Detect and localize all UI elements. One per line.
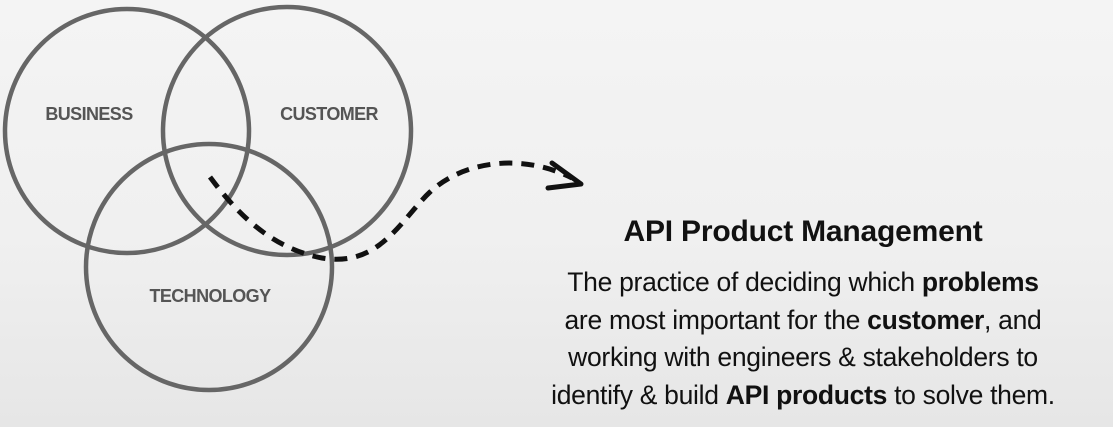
arrow-head-icon	[545, 160, 584, 191]
business-circle	[2, 6, 252, 256]
business-label: BUSINESS	[45, 104, 133, 124]
emphasis-customer: customer	[867, 304, 985, 335]
technology-circle	[83, 141, 335, 393]
emphasis-api-products: API products	[725, 379, 888, 410]
text-block: API Product Management The practice of d…	[500, 212, 1106, 414]
emphasis-problems: problems	[921, 267, 1039, 297]
page-title: API Product Management	[623, 215, 983, 248]
customer-label: CUSTOMER	[280, 104, 378, 124]
technology-label: TECHNOLOGY	[149, 286, 271, 306]
definition-line-3: working with engineers & stakeholders to	[568, 342, 1038, 372]
customer-circle	[160, 4, 414, 258]
dashed-arrow-path	[207, 160, 574, 262]
definition-line-4: identify & build API products to solve t…	[551, 379, 1055, 410]
definition-text: The practice of deciding which problems …	[500, 264, 1106, 414]
definition-line-1: The practice of deciding which problems	[567, 267, 1039, 297]
definition-line-2: are most important for the customer, and	[564, 304, 1042, 335]
